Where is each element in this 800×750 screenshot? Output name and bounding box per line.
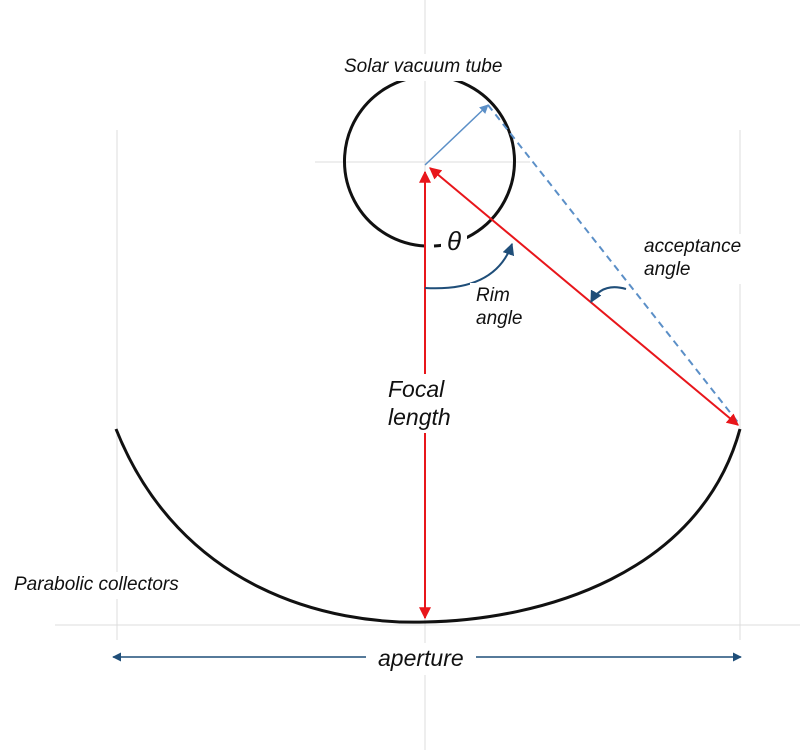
acceptance-angle-label-line2: angle	[644, 258, 742, 282]
aperture-label: aperture	[366, 643, 476, 675]
parabolic-collectors-label: Parabolic collectors	[6, 572, 187, 599]
acceptance-angle-label: acceptance angle	[636, 234, 750, 284]
focal-length-label: Focal length	[380, 374, 459, 434]
parabolic-collector-curve	[114, 428, 742, 624]
solar-vacuum-tube-label: Solar vacuum tube	[336, 54, 511, 81]
acceptance-angle-arc	[590, 286, 627, 304]
rim-ray-arrow	[429, 167, 739, 426]
rim-angle-arc	[424, 242, 515, 290]
rim-angle-label: Rim angle	[470, 283, 529, 333]
tube-radius-arrow	[424, 104, 489, 166]
rim-angle-label-line1: Rim	[476, 285, 523, 308]
theta-symbol: θ	[441, 224, 468, 260]
focal-length-label-line1: Focal	[388, 376, 451, 404]
focal-length-label-line2: length	[388, 403, 451, 432]
acceptance-angle-label-line1: acceptance	[644, 236, 742, 259]
rim-angle-label-line2: angle	[476, 307, 523, 331]
